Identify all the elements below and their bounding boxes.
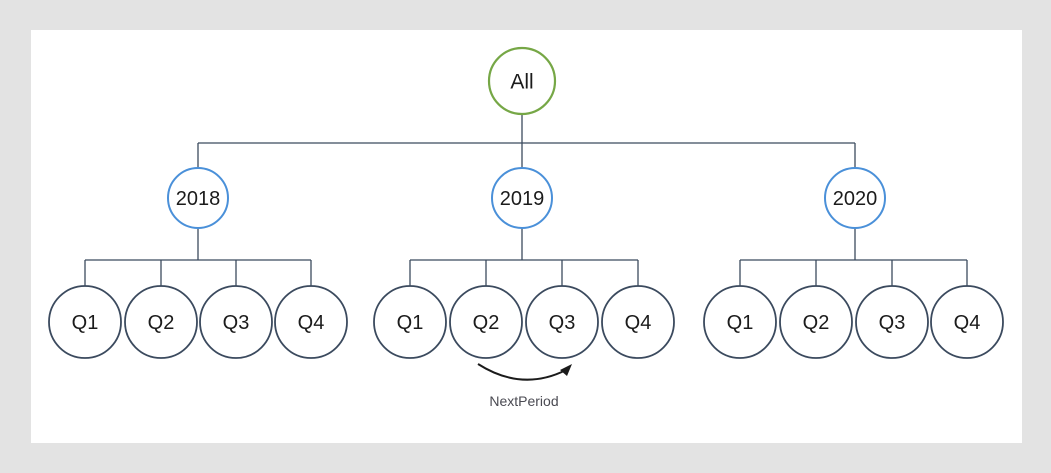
- node-2019-q3[interactable]: Q3: [525, 285, 599, 359]
- node-2020-q4-circle[interactable]: [930, 285, 1004, 359]
- node-2018-q3-label: Q3: [223, 312, 250, 334]
- next-period-arrow-curve: [477, 363, 567, 381]
- node-2019-q2-label: Q2: [473, 312, 500, 334]
- node-2018-q4-label: Q4: [298, 312, 325, 334]
- next-period-arrowhead-icon: [560, 364, 572, 376]
- connector-group-2019: [409, 228, 639, 286]
- node-year-2019[interactable]: 2019: [491, 167, 553, 229]
- node-2019-q1-circle[interactable]: [373, 285, 447, 359]
- node-2019-q1-label: Q1: [397, 312, 424, 334]
- node-2018-q3-circle[interactable]: [199, 285, 273, 359]
- node-2020-q2-label: Q2: [803, 312, 830, 334]
- node-2018-q2-circle[interactable]: [124, 285, 198, 359]
- node-year-2020[interactable]: 2020: [824, 167, 886, 229]
- node-2020-q1-label: Q1: [727, 312, 754, 334]
- node-2020-q1[interactable]: Q1: [703, 285, 777, 359]
- node-2019-q3-label: Q3: [549, 312, 576, 334]
- node-all-circle[interactable]: [487, 46, 557, 116]
- node-2019-q4-circle[interactable]: [601, 285, 675, 359]
- next-period-annotation: NextPeriod: [477, 363, 572, 409]
- node-2020-q2[interactable]: Q2: [779, 285, 853, 359]
- node-2020-q2-circle[interactable]: [779, 285, 853, 359]
- connector-group-root: [197, 115, 856, 168]
- node-2018-q1[interactable]: Q1: [48, 285, 122, 359]
- node-2019-q2-circle[interactable]: [449, 285, 523, 359]
- node-year-2020-circle[interactable]: [824, 167, 886, 229]
- node-2018-q3[interactable]: Q3: [199, 285, 273, 359]
- node-2018-q2[interactable]: Q2: [124, 285, 198, 359]
- node-year-2020-label: 2020: [833, 188, 878, 210]
- node-2019-q4[interactable]: Q4: [601, 285, 675, 359]
- node-all-label: All: [510, 71, 533, 94]
- node-year-2019-label: 2019: [500, 188, 545, 210]
- node-2020-q3-label: Q3: [879, 312, 906, 334]
- node-2018-q2-label: Q2: [148, 312, 175, 334]
- node-2019-q1[interactable]: Q1: [373, 285, 447, 359]
- node-2018-q1-circle[interactable]: [48, 285, 122, 359]
- node-2020-q4[interactable]: Q4: [930, 285, 1004, 359]
- connector-group-2020: [739, 228, 968, 286]
- node-2020-q4-label: Q4: [954, 312, 981, 334]
- next-period-label: NextPeriod: [489, 393, 558, 409]
- node-2019-q2[interactable]: Q2: [449, 285, 523, 359]
- node-year-2018-circle[interactable]: [167, 167, 229, 229]
- node-year-2019-circle[interactable]: [491, 167, 553, 229]
- connector-group-2018: [84, 228, 312, 286]
- node-year-2018[interactable]: 2018: [167, 167, 229, 229]
- node-2018-q4[interactable]: Q4: [274, 285, 348, 359]
- node-year-2018-label: 2018: [176, 188, 221, 210]
- node-2020-q1-circle[interactable]: [703, 285, 777, 359]
- node-2018-q4-circle[interactable]: [274, 285, 348, 359]
- node-2018-q1-label: Q1: [72, 312, 99, 334]
- node-2020-q3-circle[interactable]: [855, 285, 929, 359]
- node-2019-q3-circle[interactable]: [525, 285, 599, 359]
- node-2019-q4-label: Q4: [625, 312, 652, 334]
- node-2020-q3[interactable]: Q3: [855, 285, 929, 359]
- node-all[interactable]: All: [487, 46, 557, 116]
